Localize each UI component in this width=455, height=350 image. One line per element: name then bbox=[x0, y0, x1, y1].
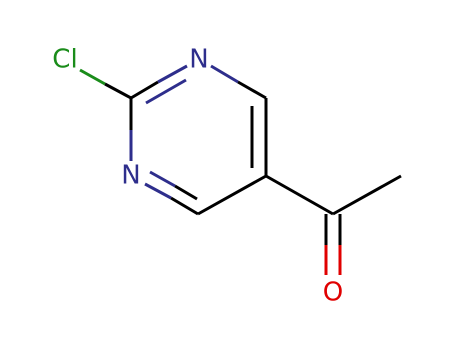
bond-c2-n1-outer-c bbox=[130, 80, 159, 100]
bond-c4-n3-outer-c bbox=[170, 196, 199, 216]
bond-c2-n1-outer-n bbox=[157, 64, 188, 84]
bond-c4-n3-inner-n bbox=[149, 170, 176, 188]
bonds bbox=[79, 64, 402, 275]
atom-n3: N bbox=[121, 161, 140, 191]
bond-n1-c6-c-half bbox=[237, 80, 267, 100]
bond-carbonyl-methyl bbox=[332, 174, 402, 216]
bond-c5-c4 bbox=[197, 174, 267, 216]
atom-o: O bbox=[323, 278, 343, 308]
bond-c4-n3-inner-c bbox=[174, 184, 198, 201]
bond-cl-c2-cl-half bbox=[79, 68, 106, 86]
bond-c5-carbonyl bbox=[265, 174, 334, 216]
atom-n1: N bbox=[189, 45, 208, 75]
atom-cl: Cl bbox=[52, 45, 77, 75]
bond-cl-c2-c-half bbox=[104, 82, 132, 100]
bond-n1-c6-n-half bbox=[210, 64, 239, 84]
bond-c2-n1-inner bbox=[145, 78, 187, 105]
bond-c4-n3-outer-n bbox=[144, 182, 172, 200]
atom-labels: Cl N N O bbox=[52, 45, 343, 308]
